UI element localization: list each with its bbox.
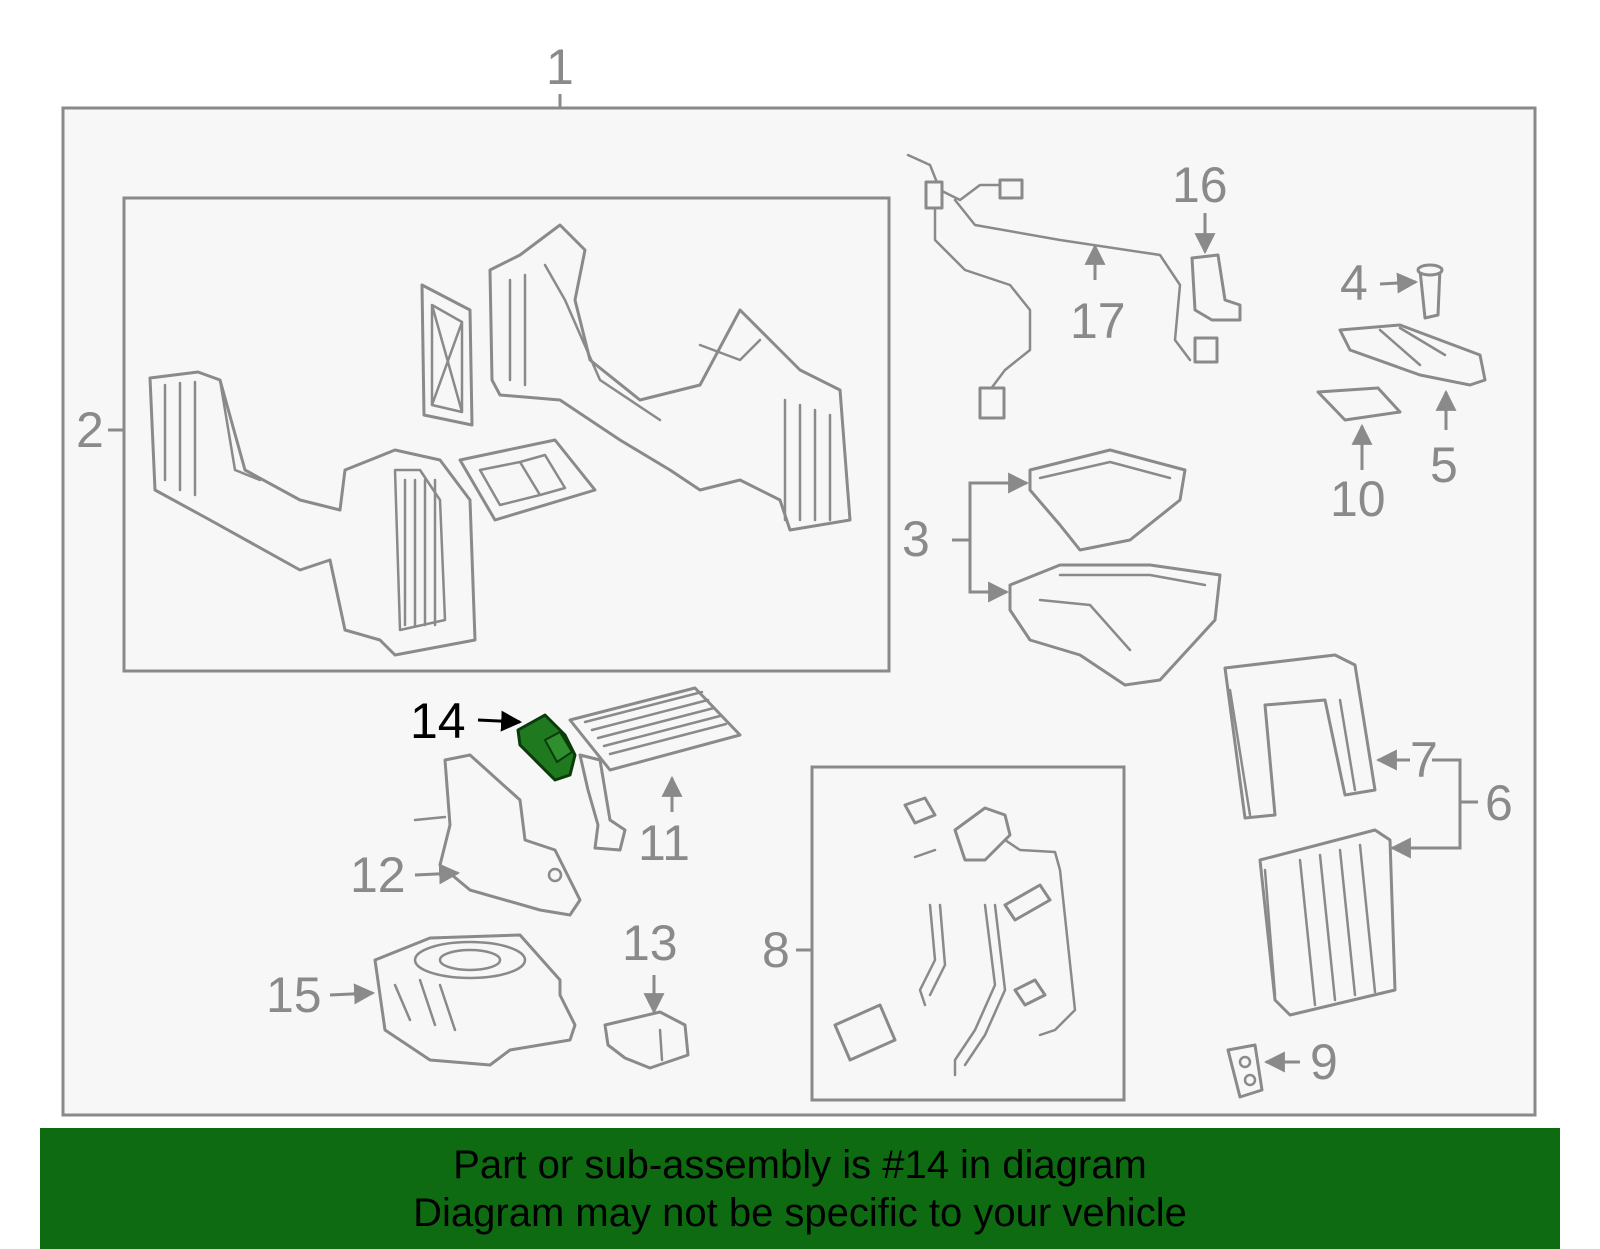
callout-13: 13 [622,915,678,971]
filter-frame-part [420,283,474,427]
callout-5: 5 [1430,437,1458,493]
main-case-part [488,223,852,532]
sensor-part [1190,253,1242,322]
actuator-highlight-part [516,713,577,782]
vent-grille-part [458,438,597,522]
callout-12: 12 [350,847,406,903]
callout-1: 1 [546,39,574,95]
gasket-part [1226,1043,1264,1099]
blower-motor-part [373,933,577,1067]
callout-2: 2 [76,402,104,458]
seal-frame-part [1223,653,1377,820]
callout-14: 14 [410,693,466,749]
evaporator-core-part [1258,828,1397,1017]
bracket-part [1338,323,1487,387]
pad-part [1316,386,1402,422]
callout-11: 11 [638,815,690,871]
callout-3: 3 [902,511,930,567]
lower-housing-part [1008,563,1222,687]
callout-15: 15 [266,967,322,1023]
callout-17: 17 [1070,293,1126,349]
callout-8: 8 [762,922,790,978]
resistor-part [603,1010,690,1070]
callout-16: 16 [1172,157,1228,213]
wire-harness-part [906,153,1219,420]
upper-housing-part [1028,448,1187,552]
pipe-kit-parts [833,796,1077,1077]
callout-4: 4 [1340,255,1368,311]
callout-10: 10 [1330,471,1386,527]
heater-core-part [568,686,742,852]
left-duct-part [148,370,477,657]
banner-line-2: Diagram may not be specific to your vehi… [413,1190,1187,1235]
callout-7: 7 [1410,732,1438,788]
callout-9: 9 [1310,1034,1338,1090]
mounting-plate-part [413,753,582,917]
info-banner: Part or sub-assembly is #14 in diagram D… [40,1128,1560,1249]
clip-part [1416,263,1444,320]
callout-6: 6 [1485,775,1513,831]
banner-line-1: Part or sub-assembly is #14 in diagram [453,1142,1147,1187]
